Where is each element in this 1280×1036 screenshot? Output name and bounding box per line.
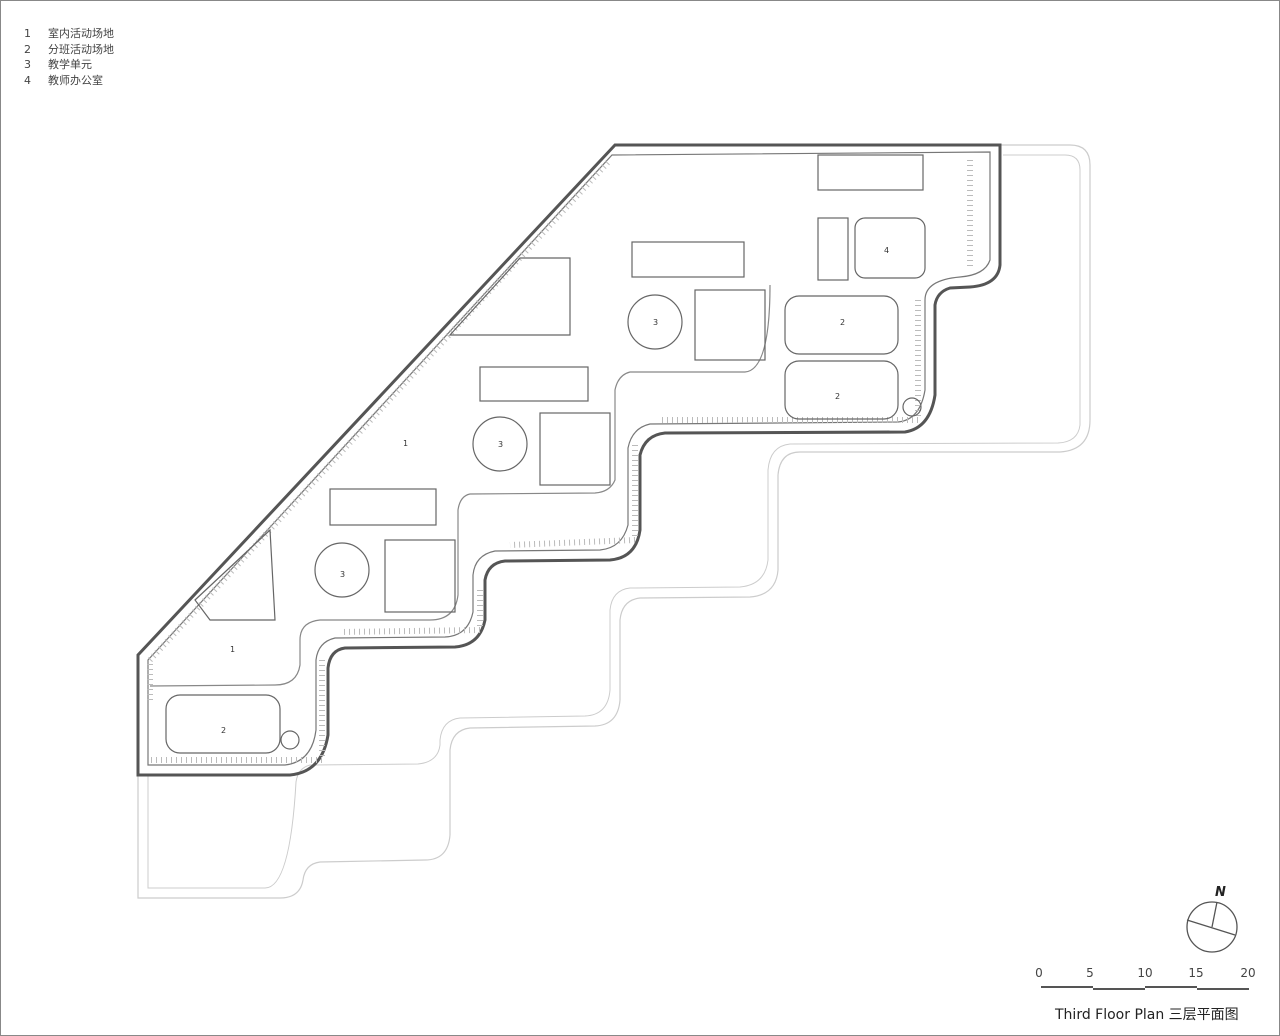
bed-grid <box>539 412 611 486</box>
room-labels: 1 1 2 2 2 3 3 3 4 <box>221 246 889 735</box>
circular-rug <box>472 416 528 472</box>
toilet-block <box>329 488 437 526</box>
activity-court <box>165 694 281 754</box>
legend-label: 教学单元 <box>48 58 92 71</box>
drawing-title: Third Floor Plan 三层平面图 <box>1055 1007 1239 1023</box>
site-outline <box>137 144 1091 899</box>
tree <box>280 730 300 750</box>
legend-label: 分班活动场地 <box>48 42 114 56</box>
site-inner-line <box>147 154 1081 889</box>
building-outline <box>136 143 1002 777</box>
stair <box>817 217 849 281</box>
planting-strip <box>147 157 973 763</box>
terrace-edge <box>147 151 991 766</box>
room-label: 3 <box>498 440 503 449</box>
north-label: N <box>1215 885 1226 900</box>
office-room <box>854 217 926 279</box>
bed-grid <box>384 539 456 613</box>
legend-label: 教师办公室 <box>48 73 103 87</box>
room-label: 3 <box>340 570 345 579</box>
bed-grid <box>694 289 766 361</box>
legend-item: 4 教师办公室 <box>24 73 114 89</box>
legend-label: 室内活动场地 <box>48 27 114 40</box>
activity-court <box>784 295 899 355</box>
room-label: 4 <box>884 246 889 255</box>
circular-rug <box>627 294 683 350</box>
legend-num: 2 <box>24 42 31 56</box>
legend-item: 1 室内活动场地 <box>24 26 114 42</box>
legend-item: 2 分班活动场地 <box>24 42 114 58</box>
scale-bar <box>1041 986 1249 990</box>
scale-tick: 0 <box>1035 966 1043 980</box>
toilet-block <box>479 366 589 402</box>
room-label: 2 <box>840 318 845 327</box>
room-label: 1 <box>230 645 235 654</box>
scale-tick: 15 <box>1188 966 1204 980</box>
room-label: 1 <box>403 439 408 448</box>
legend-item: 3 教学单元 <box>24 57 114 73</box>
scale-tick: 10 <box>1137 966 1153 980</box>
inner-facade <box>149 284 771 687</box>
legend-num: 1 <box>24 27 31 40</box>
north-arrow-icon <box>1186 901 1238 953</box>
scale-tick: 20 <box>1240 966 1256 980</box>
core-rooms <box>817 154 924 191</box>
room-label: 3 <box>653 318 658 327</box>
tree <box>902 397 922 417</box>
scale-tick: 5 <box>1086 966 1094 980</box>
room-label: 2 <box>221 726 226 735</box>
circular-rug <box>314 542 370 598</box>
ramp-stair <box>194 257 571 621</box>
toilet-block <box>631 241 745 278</box>
activity-court <box>784 360 899 420</box>
legend-num: 4 <box>24 73 31 87</box>
legend: 1 室内活动场地 2 分班活动场地 3 教学单元 4 教师办公室 <box>24 26 114 88</box>
legend-num: 3 <box>24 58 31 71</box>
room-label: 2 <box>835 392 840 401</box>
